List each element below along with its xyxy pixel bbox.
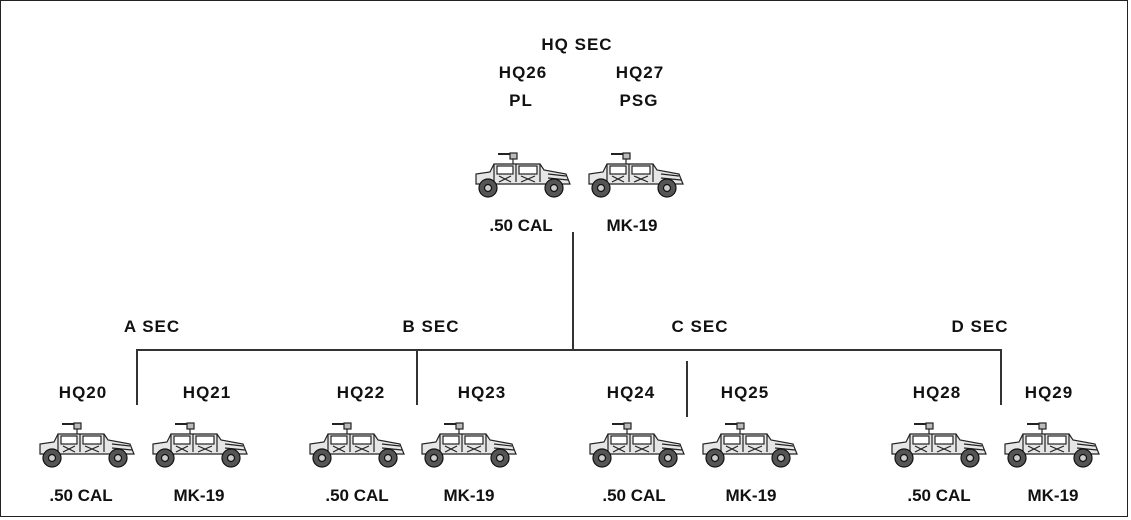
- hq20-weapon: .50 CAL: [49, 486, 113, 505]
- humvee-icon: [470, 150, 574, 202]
- hq26-role: PL: [509, 91, 533, 110]
- hq28-weapon: .50 CAL: [907, 486, 971, 505]
- sections-horizontal-connector: [136, 349, 1002, 351]
- hq29-weapon: MK-19: [1027, 486, 1079, 505]
- hq27-role: PSG: [619, 91, 659, 110]
- humvee-icon: [304, 420, 408, 472]
- hq27-callsign: HQ27: [615, 63, 665, 82]
- a-sec-title: A SEC: [123, 317, 181, 336]
- hq24-weapon: .50 CAL: [602, 486, 666, 505]
- b-sec-title: B SEC: [402, 317, 460, 336]
- humvee-icon: [34, 420, 138, 472]
- hq-vertical-connector: [572, 232, 574, 350]
- humvee-icon: [583, 150, 687, 202]
- hq28-callsign: HQ28: [912, 383, 962, 402]
- hq26-weapon: .50 CAL: [489, 216, 553, 235]
- c-sec-drop-line: [686, 361, 688, 417]
- hq20-callsign: HQ20: [58, 383, 108, 402]
- hq21-callsign: HQ21: [182, 383, 232, 402]
- humvee-icon: [584, 420, 688, 472]
- hq25-weapon: MK-19: [725, 486, 777, 505]
- hq22-weapon: .50 CAL: [325, 486, 389, 505]
- hq29-callsign: HQ29: [1024, 383, 1074, 402]
- hq23-weapon: MK-19: [443, 486, 495, 505]
- humvee-icon: [697, 420, 801, 472]
- hq24-callsign: HQ24: [606, 383, 656, 402]
- humvee-icon: [999, 420, 1103, 472]
- hq-section-title: HQ SEC: [541, 35, 613, 54]
- c-sec-title: C SEC: [671, 317, 729, 336]
- hq21-weapon: MK-19: [173, 486, 225, 505]
- d-sec-title: D SEC: [951, 317, 1009, 336]
- hq27-weapon: MK-19: [606, 216, 658, 235]
- humvee-icon: [147, 420, 251, 472]
- hq22-callsign: HQ22: [336, 383, 386, 402]
- a-sec-drop-line: [136, 349, 138, 405]
- d-sec-drop-line: [1000, 349, 1002, 405]
- humvee-icon: [416, 420, 520, 472]
- hq25-callsign: HQ25: [720, 383, 770, 402]
- hq23-callsign: HQ23: [457, 383, 507, 402]
- b-sec-drop-line: [416, 349, 418, 405]
- humvee-icon: [886, 420, 990, 472]
- hq26-callsign: HQ26: [498, 63, 548, 82]
